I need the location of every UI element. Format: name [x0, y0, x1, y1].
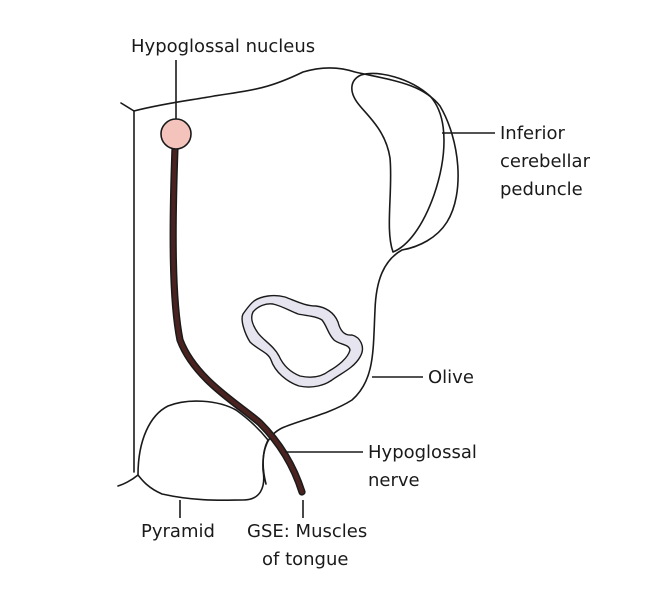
inferior-cerebellar-peduncle-shape — [351, 72, 445, 253]
label-inferior-cerebellar-peduncle-line3: peduncle — [500, 179, 583, 200]
midline — [120, 102, 135, 473]
label-pyramid: Pyramid — [141, 521, 215, 542]
hypoglossal-nucleus-circle — [160, 118, 192, 150]
hypoglossal-nerve-fiber-fill — [171, 145, 305, 495]
label-gse-line2: of tongue — [262, 549, 348, 570]
label-gse-line1: GSE: Muscles — [247, 521, 367, 542]
label-hypoglossal-nerve-line2: nerve — [368, 470, 420, 491]
label-olive: Olive — [428, 367, 474, 388]
medulla-outline — [117, 67, 459, 502]
label-inferior-cerebellar-peduncle-line2: cerebellar — [500, 151, 591, 172]
pyramid-shape — [137, 400, 269, 485]
hypoglossal-nerve-fiber — [169, 144, 306, 496]
label-hypoglossal-nerve-line1: Hypoglossal — [368, 442, 477, 463]
olive-shape — [241, 294, 364, 388]
label-inferior-cerebellar-peduncle-line1: Inferior — [500, 123, 566, 144]
label-hypoglossal-nucleus: Hypoglossal nucleus — [131, 36, 315, 57]
